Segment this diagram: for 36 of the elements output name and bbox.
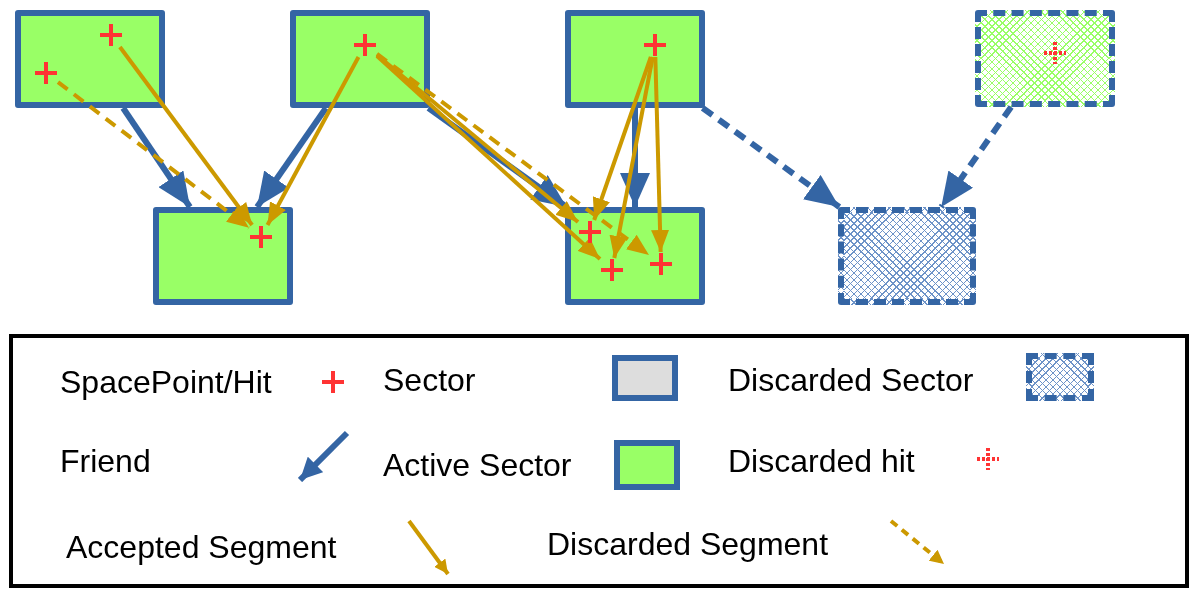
legend-label: Friend xyxy=(60,445,151,477)
legend-label: Discarded Segment xyxy=(547,528,829,560)
friend-arrow xyxy=(620,108,650,207)
segment-arrow xyxy=(375,52,651,257)
hit-icon xyxy=(578,220,602,244)
hit-icon xyxy=(643,33,667,57)
legend-label: SpacePoint/Hit xyxy=(60,366,272,398)
segment-arrow xyxy=(592,56,653,221)
segment-arrow xyxy=(609,56,655,259)
discarded-hit-icon xyxy=(1043,41,1067,65)
hit-icon xyxy=(249,225,273,249)
segment-arrow xyxy=(118,45,254,227)
hit-icon xyxy=(99,23,123,47)
legend-label: Accepted Segment xyxy=(66,531,337,563)
friend-arrow xyxy=(700,105,842,210)
segment-arrow xyxy=(56,80,251,230)
active-sector-box xyxy=(565,10,705,108)
friend-arrow xyxy=(938,105,1014,209)
legend-label: Active Sector xyxy=(383,449,572,481)
hit-icon xyxy=(649,252,673,276)
segment-arrow xyxy=(651,56,670,253)
hit-icon xyxy=(34,61,58,85)
hit-icon xyxy=(353,33,377,57)
friend-arrow xyxy=(120,106,193,209)
active-sector-box xyxy=(153,207,293,305)
active-sector-box xyxy=(15,10,165,108)
discarded-sector-box xyxy=(838,207,976,305)
legend-label: Sector xyxy=(383,364,476,396)
legend-label: Discarded hit xyxy=(728,445,915,477)
segment-arrow xyxy=(375,54,602,261)
segment-arrow xyxy=(265,56,361,226)
friend-arrow xyxy=(254,106,329,209)
active-sector-box xyxy=(290,10,430,108)
hit-icon xyxy=(600,258,624,282)
legend-label: Discarded Sector xyxy=(728,364,974,396)
discarded-sector-box xyxy=(975,10,1115,107)
